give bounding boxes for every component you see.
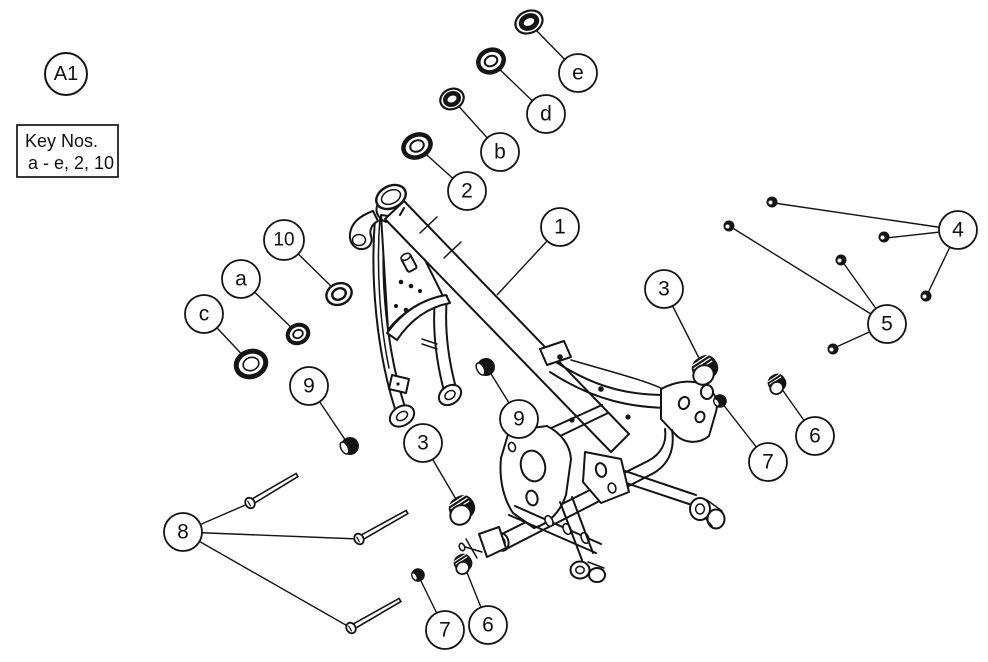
washer-a <box>285 322 311 346</box>
balloon-2[interactable]: 2 <box>447 171 487 211</box>
balloon-9-left-label: 9 <box>303 375 315 398</box>
balloon-3-left[interactable]: 3 <box>403 423 443 463</box>
key-box-line2: a - e, 2, 10 <box>28 153 114 173</box>
nut-5-2 <box>835 254 847 266</box>
balloon-9-right[interactable]: 9 <box>499 399 539 439</box>
balloon-7-bottom-label: 7 <box>439 619 451 642</box>
balloon-7-right-circle[interactable] <box>748 442 788 482</box>
bolt-8-3 <box>345 597 402 635</box>
balloon-e-circle[interactable] <box>558 53 598 93</box>
balloon-c-circle[interactable] <box>184 294 224 334</box>
balloon-5-label: 5 <box>881 313 893 336</box>
hardware-parts <box>233 9 932 635</box>
sheet-label-text: A1 <box>54 63 78 85</box>
balloon-9-left-circle[interactable] <box>289 366 329 406</box>
key-box: Key Nos. a - e, 2, 10 <box>16 124 119 178</box>
plug-6-right <box>767 373 787 396</box>
balloon-4-circle[interactable] <box>938 210 978 250</box>
leader-line-balloon-5 <box>730 226 888 325</box>
callout-balloons: 1 2b de 10 a c 9 9 3 3 4 5 6 7 8 7 6 <box>163 53 978 650</box>
balloon-3-left-label: 3 <box>417 432 429 455</box>
balloon-c[interactable]: c <box>184 294 224 334</box>
front-leg-foot-right <box>437 383 463 407</box>
balloon-6-bottom-label: 6 <box>482 614 494 637</box>
oring-10 <box>325 281 353 307</box>
balloon-b-circle[interactable] <box>480 132 520 172</box>
leader-line-balloon-4 <box>773 202 959 231</box>
balloon-5[interactable]: 5 <box>867 304 907 344</box>
cap-9-left <box>339 437 359 455</box>
cap-9-right <box>475 358 495 376</box>
balloon-4[interactable]: 4 <box>938 210 978 250</box>
balloon-9-left[interactable]: 9 <box>289 366 329 406</box>
head-tube <box>375 183 407 211</box>
frame-artwork <box>348 183 726 583</box>
balloon-a-label: a <box>235 268 247 291</box>
balloon-3-left-circle[interactable] <box>403 423 443 463</box>
grommet-c <box>233 348 269 380</box>
balloon-d-label: d <box>540 103 552 126</box>
sheet-label: A1 <box>44 52 88 96</box>
balloon-5-circle[interactable] <box>867 304 907 344</box>
balloon-7-bottom[interactable]: 7 <box>425 610 465 650</box>
balloon-10[interactable]: 10 <box>263 219 305 261</box>
balloon-6-right-label: 6 <box>809 425 821 448</box>
plug-6-bottom <box>453 553 473 576</box>
bolt-8-1 <box>244 472 300 510</box>
key-box-border <box>16 124 119 178</box>
balloon-d-circle[interactable] <box>526 94 566 134</box>
washer-d <box>476 47 506 75</box>
bolt-8-2 <box>353 509 409 546</box>
nut-5-1 <box>723 220 735 232</box>
balloon-8-circle[interactable] <box>163 512 203 552</box>
balloon-7-right-label: 7 <box>762 451 774 474</box>
balloon-7-bottom-circle[interactable] <box>425 610 465 650</box>
balloon-6-right[interactable]: 6 <box>795 416 835 456</box>
balloon-b-label: b <box>494 141 506 164</box>
balloon-1[interactable]: 1 <box>540 207 580 247</box>
key-box-line1: Key Nos. <box>25 131 98 151</box>
sheet-label-circle <box>44 52 88 96</box>
balloon-6-right-circle[interactable] <box>795 416 835 456</box>
plug-3-left <box>448 494 476 526</box>
balloon-2-circle[interactable] <box>447 171 487 211</box>
balloon-1-circle[interactable] <box>540 207 580 247</box>
balloon-a-circle[interactable] <box>221 259 261 299</box>
balloon-10-circle[interactable] <box>263 219 305 261</box>
balloon-b[interactable]: b <box>480 132 520 172</box>
balloon-3-right[interactable]: 3 <box>644 269 684 309</box>
nut-7-bottom <box>411 568 425 582</box>
balloon-3-right-label: 3 <box>658 278 670 301</box>
balloon-4-label: 4 <box>952 219 964 242</box>
balloon-8-label: 8 <box>177 521 189 544</box>
balloon-3-right-circle[interactable] <box>644 269 684 309</box>
balloon-a[interactable]: a <box>221 259 261 299</box>
leader-line-balloon-8 <box>182 531 352 629</box>
balloon-1-label: 1 <box>554 216 566 239</box>
balloon-6-bottom-circle[interactable] <box>468 605 508 645</box>
nut-4-3 <box>920 290 932 302</box>
washer-e <box>514 9 544 35</box>
balloon-9-right-label: 9 <box>513 408 525 431</box>
balloon-e[interactable]: e <box>558 53 598 93</box>
balloon-8[interactable]: 8 <box>163 512 203 552</box>
nut-4-2 <box>878 231 890 243</box>
balloon-9-right-circle[interactable] <box>499 399 539 439</box>
balloon-c-label: c <box>199 303 210 326</box>
plug-3-right <box>691 354 719 386</box>
balloon-2-label: 2 <box>461 180 473 203</box>
balloon-d[interactable]: d <box>526 94 566 134</box>
washer-b <box>439 87 465 111</box>
balloon-6-bottom[interactable]: 6 <box>468 605 508 645</box>
balloon-10-label: 10 <box>273 230 294 251</box>
balloon-e-label: e <box>572 62 584 85</box>
balloon-7-right[interactable]: 7 <box>748 442 788 482</box>
washer-2 <box>401 132 433 160</box>
nut-4-1 <box>766 196 778 208</box>
nut-5-3 <box>827 343 839 355</box>
leader-line-balloon-8 <box>182 531 360 540</box>
front-leg-foot-left <box>388 404 416 428</box>
nut-7-right <box>713 394 727 408</box>
